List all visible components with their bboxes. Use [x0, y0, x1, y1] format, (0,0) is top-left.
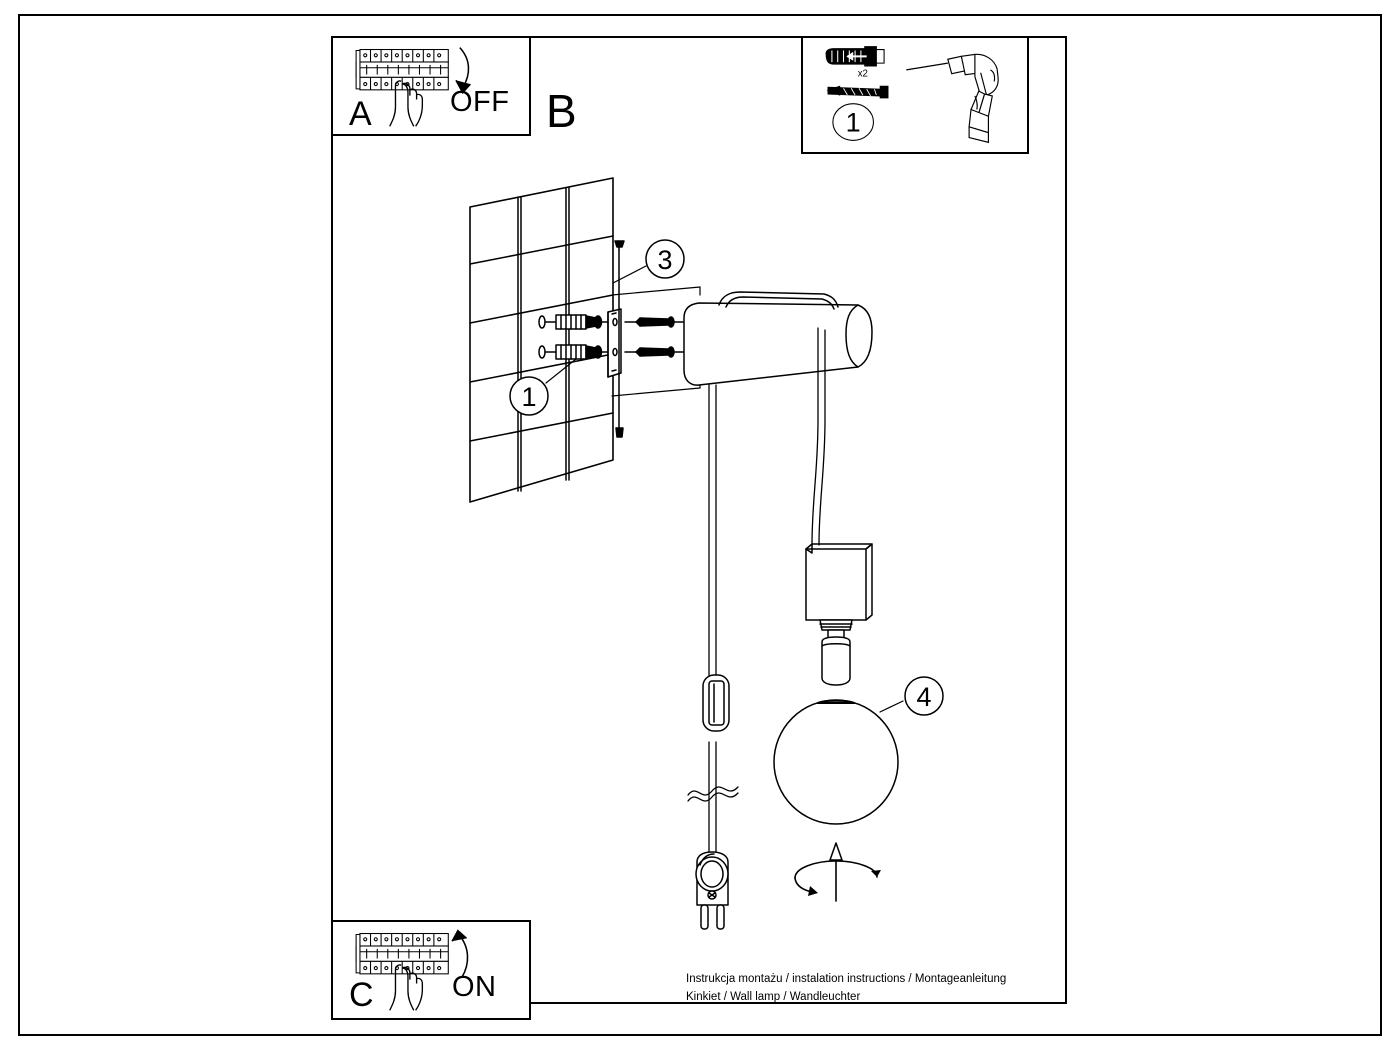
quantity-label: x2 — [858, 69, 868, 80]
panel-c-letter: C — [349, 976, 374, 1014]
panel-c-action-label: ON — [452, 971, 497, 1003]
panel-parts-and-tools: 1 x2 — [801, 36, 1029, 154]
panel-a-letter: A — [349, 95, 372, 133]
caption-block: Instrukcja montażu / instalation instruc… — [686, 971, 1046, 1007]
panel-a-breaker-off — [331, 36, 531, 136]
main-diagram-frame — [331, 36, 1067, 1004]
panel-b-letter: B — [546, 85, 577, 137]
power-drill-icon — [906, 53, 999, 144]
screw-icon — [826, 85, 889, 99]
arrow-down-icon — [455, 47, 471, 95]
caption-line-2: Kinkiet / Wall lamp / Wandleuchter — [686, 990, 861, 1003]
caption-line-1: Instrukcja montażu / instalation instruc… — [686, 973, 1007, 985]
hand-icon — [389, 80, 424, 127]
arrow-up-icon — [451, 929, 469, 979]
svg-text:1: 1 — [846, 108, 861, 138]
parts-illustration: 1 x2 — [825, 46, 999, 144]
breaker-off-illustration — [355, 47, 471, 127]
wall-anchor-icon — [825, 46, 885, 67]
hand-icon — [389, 964, 424, 1011]
breaker-on-illustration — [355, 929, 469, 1011]
callout-1-parts: 1 — [832, 103, 874, 141]
page-border — [18, 14, 1382, 1036]
panel-c-breaker-on — [331, 920, 531, 1020]
panel-a-action-label: OFF — [450, 86, 510, 118]
